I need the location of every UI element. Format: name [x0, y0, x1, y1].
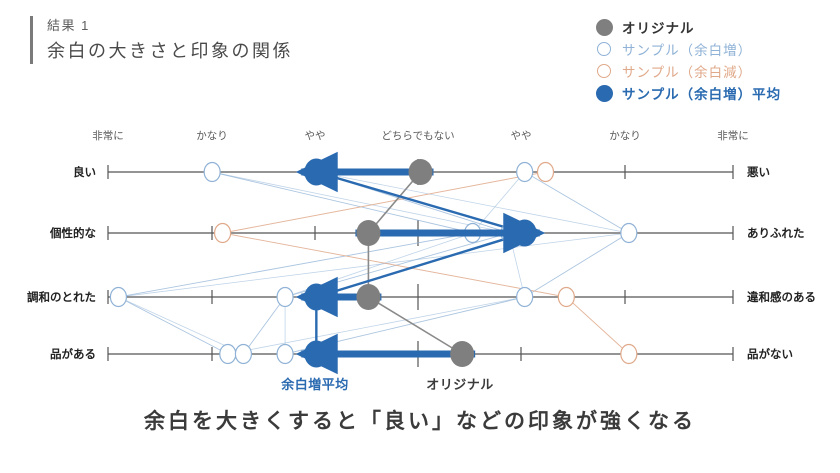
scale-tick-label: 非常に	[717, 130, 749, 142]
average-marker	[512, 219, 537, 247]
sample-plus-marker	[219, 343, 237, 365]
sample-plus-marker	[620, 222, 638, 244]
average-marker	[304, 158, 329, 186]
sample-profile-line	[284, 171, 525, 354]
chart-caption: 余白を大きくすると「良い」などの印象が強くなる	[144, 410, 696, 433]
eyebrow-label: 結果 1	[47, 18, 90, 33]
original-marker	[356, 220, 381, 246]
sample-profile-line	[222, 171, 630, 355]
annotation-original: オリジナル	[426, 377, 494, 392]
axes-layer	[107, 159, 734, 367]
legend-label: オリジナル	[622, 21, 695, 36]
row-label-right: 品がない	[747, 349, 793, 361]
sample-plus-marker	[516, 161, 534, 183]
original-marker	[356, 284, 381, 310]
legend-label: サンプル（余白増）平均	[622, 87, 782, 102]
average-marker	[304, 340, 329, 368]
scale-tick-label: かなり	[196, 130, 228, 142]
page-title: 余白の大きさと印象の関係	[47, 41, 293, 61]
scale-tick-label: 非常に	[92, 130, 124, 142]
sample-plus-marker	[109, 286, 128, 308]
sample-plus-marker	[276, 286, 294, 308]
legend-item-sample-plus-average: サンプル（余白増）平均	[596, 82, 826, 104]
sample-plus-marker	[234, 343, 253, 365]
row-label-right: 悪い	[747, 167, 770, 179]
scale-tick-label: どちらでもない	[381, 130, 455, 142]
sample-plus-marker	[463, 222, 482, 244]
sample-minus-marker	[620, 343, 638, 365]
sample-plus-marker	[203, 161, 221, 183]
row-label-right: ありふれた	[747, 228, 805, 240]
main-markers	[304, 158, 537, 368]
legend-label: サンプル（余白減）	[622, 65, 753, 80]
average-profile-line	[315, 170, 529, 354]
original-marker	[450, 341, 475, 367]
sample-markers	[109, 161, 638, 365]
original-marker	[408, 159, 433, 185]
sample-minus-marker	[213, 222, 232, 244]
chart-legend: オリジナル サンプル（余白増） サンプル（余白減） サンプル（余白増）平均	[596, 16, 826, 104]
row-label-left: 調和のとれた	[27, 292, 96, 304]
change-arrows	[295, 151, 546, 375]
open-circle-icon	[597, 42, 611, 56]
sample-plus-marker	[307, 161, 325, 183]
row-label-left: 品がある	[50, 349, 96, 361]
sample-minus-marker	[536, 161, 555, 183]
sample-plus-marker	[276, 343, 294, 365]
row-label-left: 良い	[73, 167, 96, 179]
sample-profile-line	[116, 171, 629, 355]
title-block: 結果 1 余白の大きさと印象の関係	[30, 16, 293, 64]
sample-profile-line	[243, 171, 511, 355]
sample-profile-line	[284, 171, 630, 355]
sample-profile-line	[222, 171, 630, 355]
legend-label: サンプル（余白増）	[622, 43, 753, 58]
open-circle-icon	[597, 64, 611, 78]
original-profile-line	[367, 171, 463, 355]
average-marker	[304, 283, 329, 311]
row-label-right: 違和感のある	[747, 292, 816, 304]
legend-item-original: オリジナル	[596, 16, 826, 38]
sample-profile-line	[117, 171, 473, 355]
filled-circle-icon	[596, 84, 613, 102]
annotation-average: 余白増平均	[281, 377, 349, 392]
legend-item-sample-minus: サンプル（余白減）	[596, 60, 826, 82]
sample-connector-lines	[116, 171, 630, 355]
sample-plus-marker	[500, 222, 518, 244]
scale-tick-label: やや	[510, 130, 532, 142]
filled-circle-icon	[596, 18, 613, 36]
scale-tick-label: やや	[304, 130, 326, 142]
sample-plus-marker	[516, 286, 534, 308]
legend-item-sample-plus: サンプル（余白増）	[596, 38, 826, 60]
sample-minus-marker	[557, 286, 575, 308]
row-label-left: 個性的な	[50, 228, 96, 240]
series-connector-lines	[315, 170, 529, 355]
scale-tick-label: かなり	[609, 130, 641, 142]
sample-profile-line	[212, 171, 526, 355]
